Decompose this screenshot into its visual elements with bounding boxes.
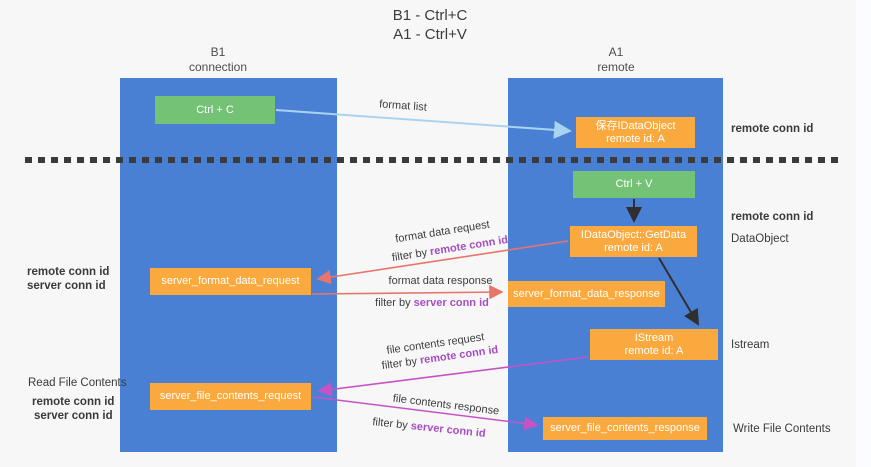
left-remote-conn-id-label: remote conn id (27, 266, 110, 278)
right-edge-strip (856, 0, 871, 467)
server-format-data-request-label: server_format_data_request (161, 275, 300, 287)
server-format-data-response-box: server_format_data_response (508, 281, 665, 307)
server-file-contents-response-label: server_file_contents_response (550, 422, 700, 434)
save-idataobject-line1: 保存IDataObject (595, 119, 676, 132)
right-column-header-line1: A1 (608, 45, 624, 59)
bottom-left-remote-conn-id-label: remote conn id (32, 396, 115, 408)
filter-by-text: filter by (375, 297, 414, 309)
right-column-header: A1 remote (556, 45, 676, 75)
phase-separator-dashed-line (25, 157, 838, 163)
left-column-header-line1: B1 (210, 45, 226, 59)
format-data-response-arrow (311, 284, 504, 300)
server-conn-id-text: server conn id (410, 420, 487, 440)
diagram-title: B1 - Ctrl+C A1 - Ctrl+V (330, 6, 530, 44)
filter-by-text: filter by (381, 354, 421, 373)
left-column-header: B1 connection (158, 45, 278, 75)
dataobject-label: DataObject (731, 233, 789, 245)
idataobject-getdata-box: IDataObject::GetData remote id: A (570, 226, 697, 257)
file-contents-response-label: file contents response (392, 392, 500, 418)
title-line-2: A1 - Ctrl+V (393, 26, 467, 43)
read-file-contents-label: Read File Contents (28, 377, 127, 389)
ctrl-c-label: Ctrl + C (196, 103, 234, 116)
ctrl-v-label: Ctrl + V (615, 178, 653, 190)
istream-line1: IStream (634, 331, 674, 344)
write-file-contents-label: Write File Contents (733, 423, 831, 435)
ctrl-c-box: Ctrl + C (155, 96, 275, 124)
istream-line2: remote id: A (624, 344, 684, 357)
ctrl-v-box: Ctrl + V (573, 171, 695, 198)
file-contents-response-filter-label: filter by server conn id (368, 416, 491, 441)
filter-by-text: filter by (391, 246, 432, 265)
server-format-data-response-label: server_format_data_response (513, 287, 660, 300)
server-format-data-request-box: server_format_data_request (150, 268, 311, 295)
istream-side-label: Istream (731, 339, 770, 351)
server-file-contents-request-label: server_file_contents_request (159, 390, 302, 402)
filter-by-text: filter by (371, 416, 412, 433)
server-file-contents-response-box: server_file_contents_response (543, 417, 707, 440)
server-conn-id-text: server conn id (413, 297, 489, 309)
format-data-response-filter-label: filter by server conn id (372, 297, 492, 309)
right-remote-conn-id-mid-label: remote conn id (731, 211, 814, 223)
format-list-label: format list (378, 98, 428, 114)
save-idataobject-box: 保存IDataObject remote id: A (576, 117, 695, 148)
idataobject-getdata-line2: remote id: A (604, 241, 663, 254)
title-line-1: B1 - Ctrl+C (392, 7, 468, 24)
right-remote-conn-id-top-label: remote conn id (731, 123, 814, 135)
idataobject-getdata-line1: IDataObject::GetData (580, 228, 687, 241)
istream-box: IStream remote id: A (590, 329, 718, 360)
right-column-header-line2: remote (597, 60, 635, 74)
left-server-conn-id-label: server conn id (27, 280, 106, 292)
server-file-contents-request-box: server_file_contents_request (150, 383, 311, 410)
save-idataobject-line2: remote id: A (606, 132, 665, 145)
left-column-header-line2: connection (188, 60, 248, 74)
format-data-response-label: format data response (388, 275, 493, 287)
bottom-left-server-conn-id-label: server conn id (34, 410, 113, 422)
